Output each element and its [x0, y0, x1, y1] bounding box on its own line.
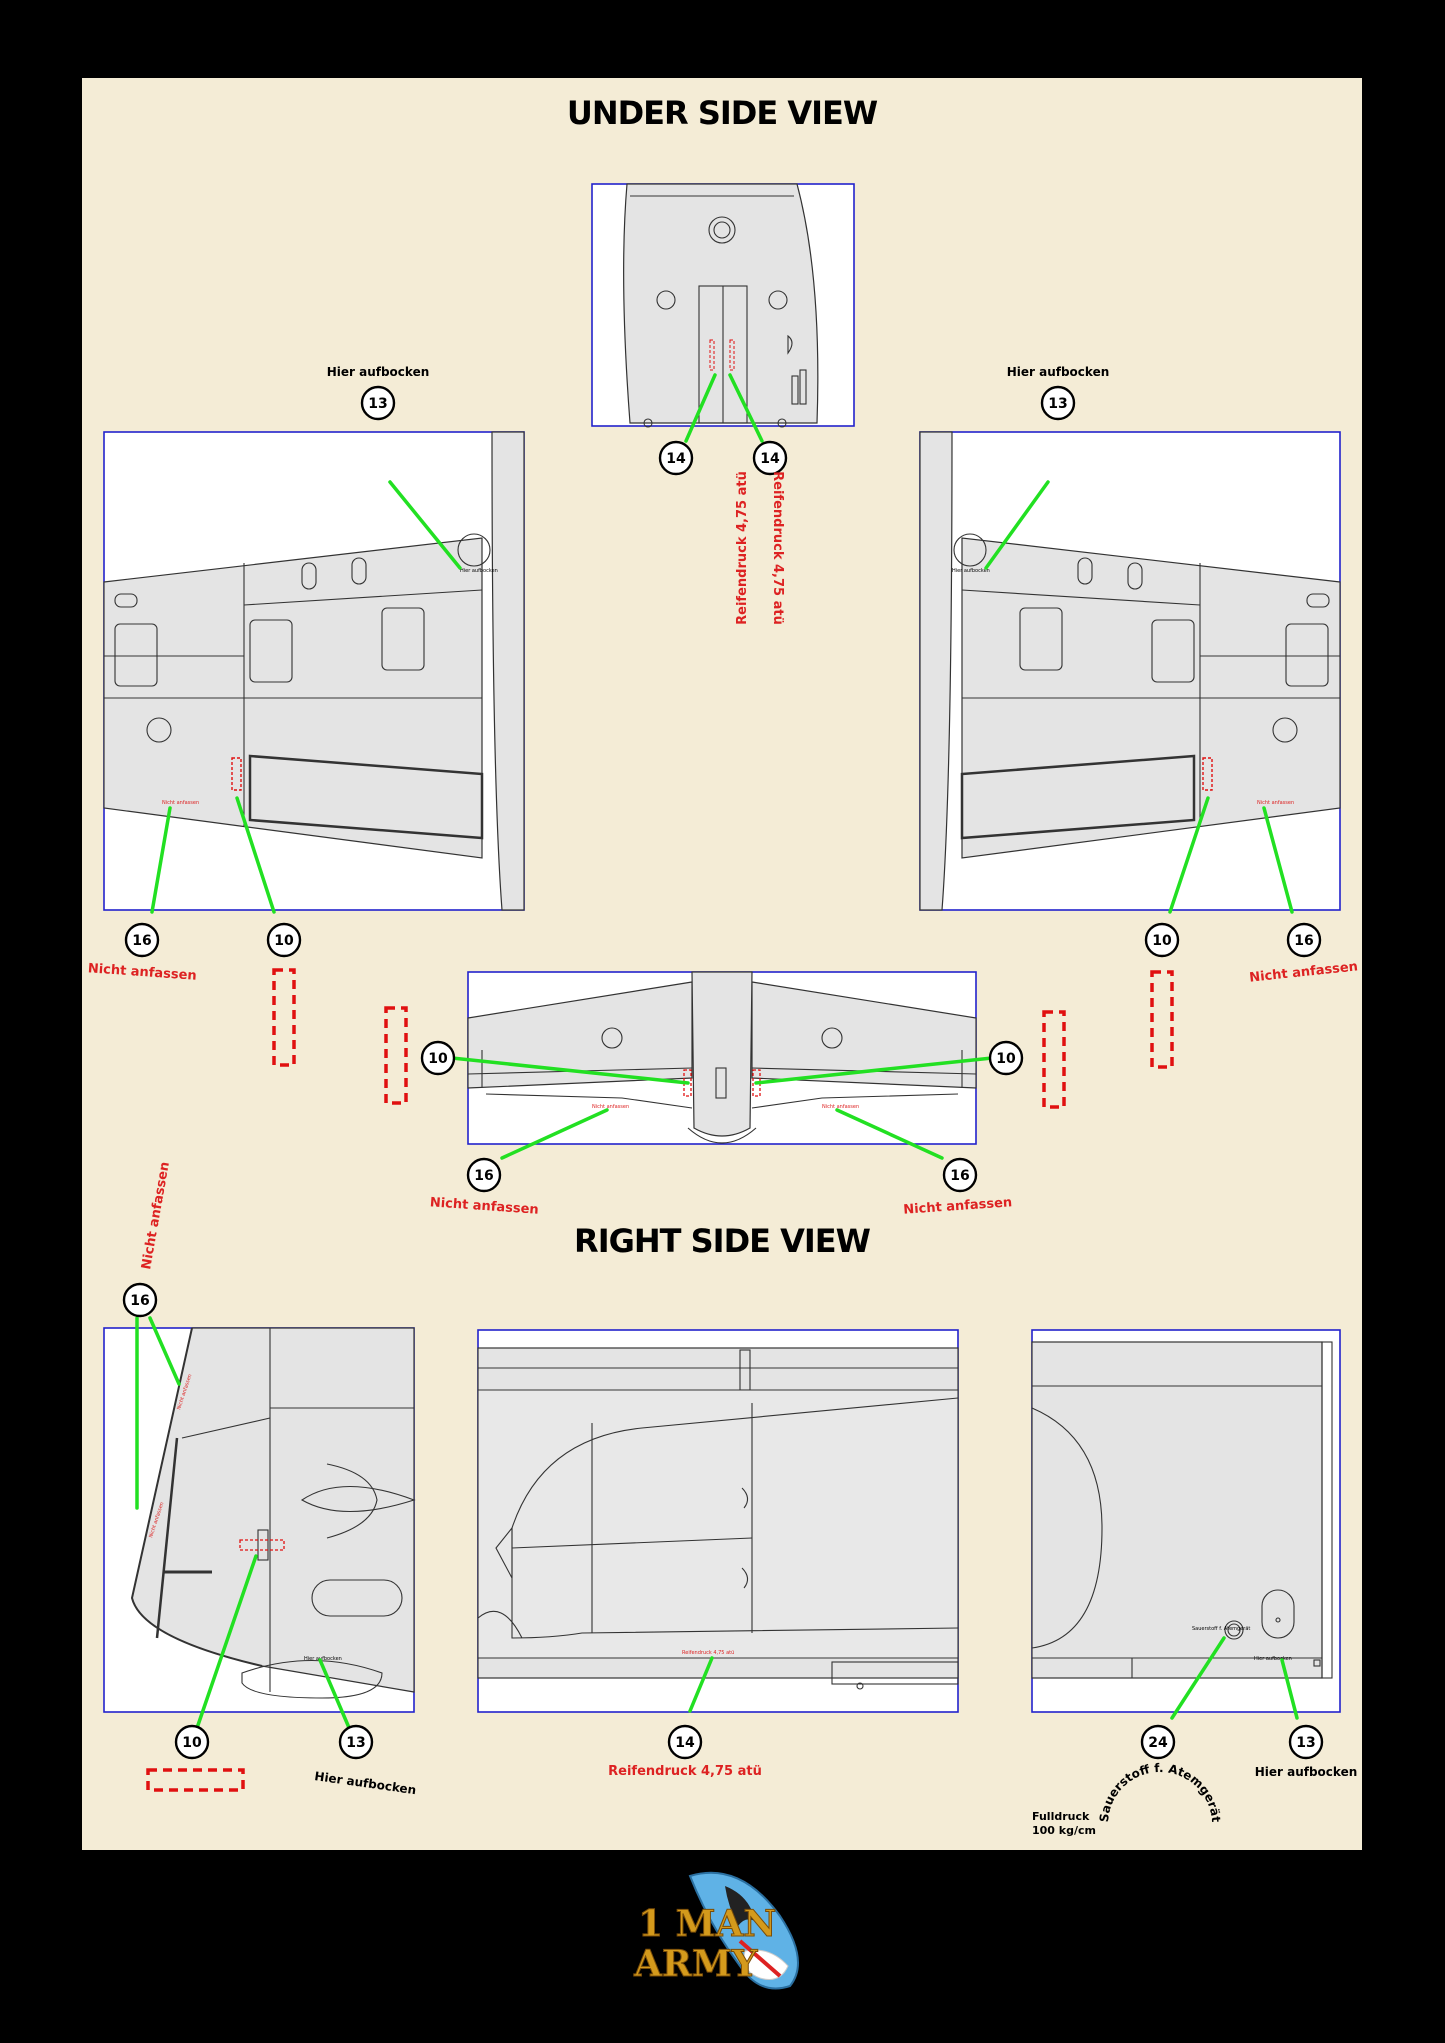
svg-text:16: 16	[1294, 933, 1313, 949]
panel-tail-underside	[591, 183, 855, 428]
label-nicht-anfassen-stab-right: Nicht anfassen	[903, 1195, 1013, 1218]
under-side-title: UNDER SIDE VIEW	[567, 94, 878, 132]
callout-14-tail-left: 14	[658, 440, 694, 476]
svg-text:16: 16	[130, 1293, 149, 1309]
svg-text:10: 10	[274, 933, 294, 949]
label-reifendruck-tail-left: Reifendruck 4,75 atü	[735, 471, 750, 625]
dashed-box-right-wing	[1150, 970, 1174, 1069]
callout-16-stab-right: 16	[942, 1157, 978, 1193]
svg-text:16: 16	[950, 1168, 969, 1184]
svg-text:14: 14	[666, 451, 686, 467]
callout-10-stab-right: 10	[988, 1040, 1024, 1076]
svg-text:13: 13	[368, 396, 387, 412]
callout-16-stab-left: 16	[466, 1157, 502, 1193]
dashed-box-stab-right	[1042, 1010, 1066, 1109]
one-man-army-logo: 1 MAN ARMY	[630, 1866, 820, 1996]
stencil-diagram: UNDER SIDE VIEW RIGHT SIDE VIEW	[87, 94, 1359, 1837]
dashed-box-tail-side	[146, 1768, 245, 1792]
callout-24-fuselage-side: 24	[1140, 1724, 1176, 1760]
label-fulldruck-value: 100 kg/cm	[1032, 1824, 1096, 1837]
tail-hier-aufbocken-stencil: Hier aufbocken	[304, 1656, 342, 1662]
svg-text:16: 16	[132, 933, 151, 949]
logo-line-1: 1 MAN	[638, 1903, 776, 1945]
svg-text:13: 13	[346, 1735, 365, 1751]
label-nicht-anfassen-left-wing: Nicht anfassen	[87, 961, 197, 984]
svg-text:13: 13	[1296, 1735, 1315, 1751]
panel-nose-side: Reifendruck 4,75 atü	[477, 1329, 959, 1713]
leader-lines	[135, 373, 1299, 1732]
label-hier-aufbocken-right-wing: Hier aufbocken	[1007, 365, 1110, 379]
callout-13-tail-side: 13	[338, 1724, 374, 1760]
callout-14-nose-side: 14	[667, 1724, 703, 1760]
panel-fuselage-side: Sauerstoff f. Atemgerät Hier aufbocken	[1031, 1329, 1341, 1713]
callout-10-right-wing: 10	[1144, 922, 1180, 958]
stab-left-nicht-anfassen-stencil: Nicht anfassen	[592, 1104, 629, 1110]
panel-left-wing-underside: Nicht anfassen Hier aufbocken	[103, 431, 525, 911]
label-nicht-anfassen-tail-side: Nicht anfassen	[139, 1161, 173, 1271]
callout-10-left-wing: 10	[266, 922, 302, 958]
callout-13-fuselage-side: 13	[1288, 1724, 1324, 1760]
panel-stabilizer-underside: Nicht anfassen Nicht anfassen	[467, 971, 977, 1145]
svg-text:14: 14	[675, 1735, 695, 1751]
panel-right-wing-underside: Nicht anfassen Hier aufbocken	[919, 431, 1341, 911]
callout-16-left-wing: 16	[124, 922, 160, 958]
label-reifendruck-nose-side: Reifendruck 4,75 atü	[608, 1764, 762, 1779]
label-sauerstoff-arched: Sauerstoff f. Atemgerät	[1097, 1761, 1223, 1823]
label-nicht-anfassen-stab-left: Nicht anfassen	[429, 1195, 539, 1218]
svg-text:14: 14	[760, 451, 780, 467]
svg-text:10: 10	[428, 1051, 448, 1067]
right-side-title: RIGHT SIDE VIEW	[574, 1222, 871, 1260]
label-reifendruck-tail-right: Reifendruck 4,75 atü	[770, 471, 785, 625]
callout-13-left-wing: 13	[360, 385, 396, 421]
svg-text:10: 10	[996, 1051, 1016, 1067]
svg-text:16: 16	[474, 1168, 493, 1184]
callout-10-tail-side: 10	[174, 1724, 210, 1760]
right-wing-nicht-anfassen-stencil: Nicht anfassen	[1257, 800, 1294, 806]
nose-reifendruck-stencil: Reifendruck 4,75 atü	[682, 1650, 734, 1656]
svg-text:13: 13	[1048, 396, 1067, 412]
callout-14-tail-right: 14	[752, 440, 788, 476]
callout-13-right-wing: 13	[1040, 385, 1076, 421]
stab-right-nicht-anfassen-stencil: Nicht anfassen	[822, 1104, 859, 1110]
label-hier-aufbocken-tail-side: Hier aufbocken	[314, 1769, 417, 1797]
dashed-box-left-wing	[272, 968, 296, 1067]
svg-text:10: 10	[182, 1735, 202, 1751]
callout-10-stab-left: 10	[420, 1040, 456, 1076]
svg-text:10: 10	[1152, 933, 1172, 949]
decal-sheet: UNDER SIDE VIEW RIGHT SIDE VIEW	[82, 78, 1362, 1850]
panel-tail-side: Nicht anfassen Nicht anfassen Hier aufbo…	[103, 1327, 416, 1713]
logo-line-2: ARMY	[633, 1943, 759, 1985]
svg-text:24: 24	[1148, 1735, 1168, 1751]
label-fulldruck: Fulldruck	[1032, 1810, 1090, 1823]
dashed-box-stab-left	[384, 1006, 408, 1105]
label-nicht-anfassen-right-wing: Nicht anfassen	[1249, 959, 1359, 985]
callout-16-tail-side: 16	[122, 1282, 158, 1318]
left-wing-nicht-anfassen-stencil: Nicht anfassen	[162, 800, 199, 806]
label-hier-aufbocken-left-wing: Hier aufbocken	[327, 365, 430, 379]
callout-16-right-wing: 16	[1286, 922, 1322, 958]
right-wing-hier-aufbocken-stencil: Hier aufbocken	[952, 568, 990, 574]
label-hier-aufbocken-fuselage-side: Hier aufbocken	[1255, 1765, 1358, 1779]
fuselage-hier-aufbocken-stencil: Hier aufbocken	[1254, 1656, 1292, 1662]
fuselage-sauerstoff-stencil: Sauerstoff f. Atemgerät	[1192, 1626, 1250, 1632]
left-wing-hier-aufbocken-stencil: Hier aufbocken	[460, 568, 498, 574]
